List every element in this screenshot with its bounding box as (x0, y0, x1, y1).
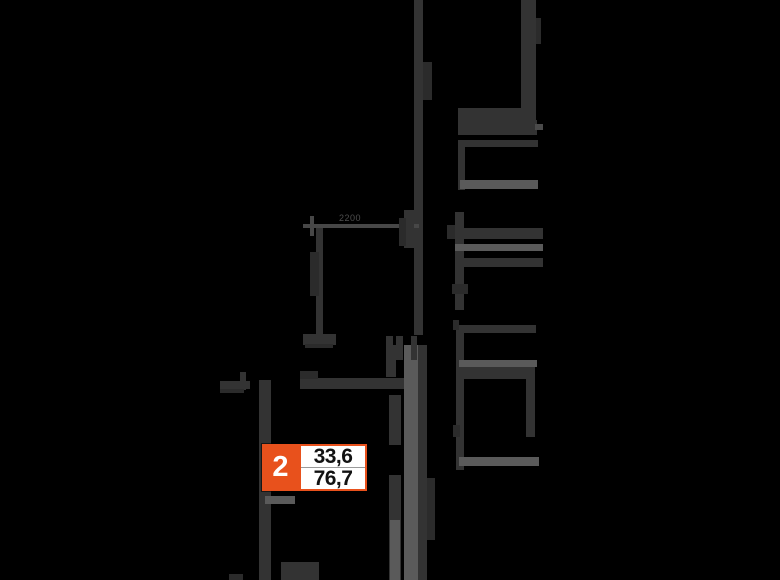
wall-shelf-tip (535, 124, 543, 130)
wall-shelf-lower-horizontal (458, 120, 537, 135)
area-primary-value: 33,6 (301, 446, 365, 468)
wall-center-vertical-upper (414, 0, 423, 215)
wall-lower-right-room-foot (453, 425, 460, 437)
pier-left (386, 336, 393, 360)
wall-center-vertical-mid (414, 215, 423, 335)
fixture-bottom-block (281, 562, 319, 580)
dimension-label-2200: 2200 (339, 213, 362, 223)
area-values-group: 33,6 76,7 (299, 444, 367, 491)
wall-right-vertical-top-notch (536, 18, 541, 44)
wall-lower-right-room-left (456, 325, 464, 470)
room-count-label: 2 (262, 444, 299, 491)
wall-balcony-ledge-tip (220, 389, 244, 393)
wall-mid-right-horizontal-a (455, 228, 543, 239)
wall-center-vertical-bulge (423, 62, 432, 100)
wall-mid-right-foot (452, 284, 468, 294)
wall-balcony-ledge-horizontal (220, 381, 250, 389)
wall-lower-right-room-divider (459, 360, 537, 367)
wall-right-room-upper-left (458, 140, 465, 190)
fixture-bottom-corner (229, 574, 243, 580)
wall-mid-right-horizontal-b (455, 244, 543, 251)
wall-balcony-door-swing (399, 218, 406, 246)
wall-mid-right-stub (447, 225, 455, 239)
wall-balcony-frame-left-thick (310, 252, 319, 296)
wall-balcony-frame-left (316, 228, 323, 340)
pier-mid (396, 336, 403, 360)
wall-right-room-upper-bottom (460, 180, 538, 189)
wall-lower-right-room-inner-right (526, 367, 535, 437)
wall-balcony-ledge-vertical (240, 372, 246, 390)
wall-unit-right-jamb-upper (386, 345, 396, 377)
wall-lower-right-room-bottom (459, 457, 539, 466)
area-secondary-value: 76,7 (301, 468, 365, 489)
wall-balcony-frame-foot (303, 334, 336, 345)
wall-right-room-upper-top (458, 140, 538, 147)
wall-balcony-frame-right (404, 210, 414, 248)
wall-mid-right-horizontal-c (455, 258, 543, 267)
apartment-marker-badge[interactable]: 2 33,6 76,7 (262, 444, 367, 491)
wall-balcony-frame-foot-lip (305, 344, 333, 348)
wall-shelf-upper-horizontal (458, 108, 522, 120)
wall-unit-top (300, 378, 418, 389)
wall-lower-right-room-top (456, 325, 536, 333)
wall-lower-right-room-head (453, 320, 459, 330)
wall-unit-right-pier-a (389, 395, 401, 445)
wall-right-vertical-top (521, 0, 536, 135)
dimension-line-horizontal (303, 224, 419, 228)
wall-unit-right-outer (418, 345, 427, 580)
wall-unit-top-stub-left (300, 371, 318, 379)
column-right-edge-a (390, 520, 400, 580)
wall-unit-badge-shadow (265, 496, 295, 504)
pier-right (411, 336, 417, 360)
wall-lower-right-room-inner-top (459, 367, 534, 379)
column-right-edge-b (404, 520, 418, 580)
wall-unit-right-step (427, 478, 435, 540)
dimension-tick-left (310, 216, 314, 236)
